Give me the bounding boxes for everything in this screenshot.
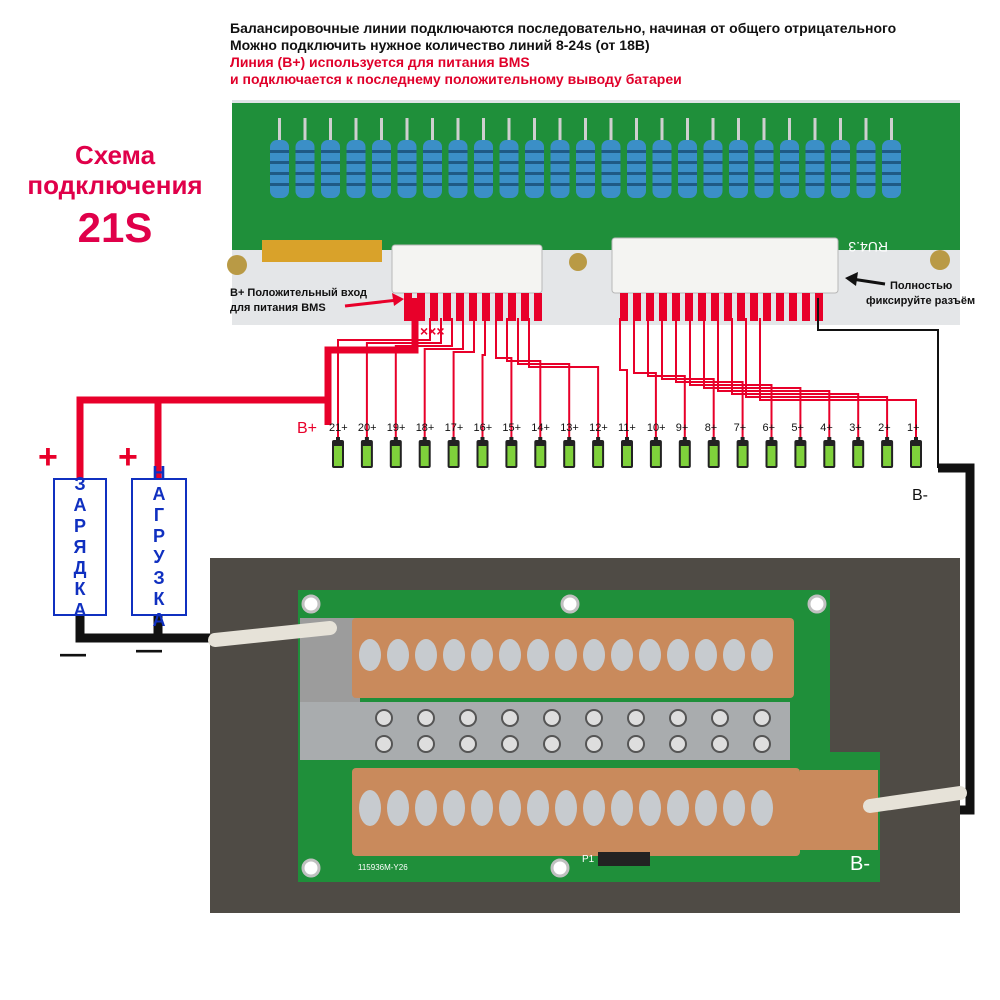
- bplus-wire: [76, 298, 419, 478]
- balance-wire: [337, 318, 431, 437]
- balance-wire: [647, 318, 686, 437]
- balance-wire: [506, 318, 542, 437]
- charger-letter: Я: [73, 536, 87, 557]
- balance-wire: [423, 318, 464, 437]
- cell-label: 15+: [502, 422, 521, 434]
- cell-label: 9+: [676, 422, 689, 434]
- pcb-bminus-label: B-: [850, 853, 870, 875]
- cell-label: 6+: [763, 422, 776, 434]
- bminus-label: B-: [912, 487, 928, 504]
- balance-wire: [703, 318, 802, 437]
- cell-label: 8+: [705, 422, 718, 434]
- cell-label: 7+: [734, 422, 747, 434]
- pcb-code-label: 115936M-Y26: [358, 863, 408, 872]
- unused-pins-mark: ×××: [420, 323, 445, 339]
- charger-letter: К: [74, 578, 86, 599]
- balance-wire: [517, 318, 571, 437]
- balance-wire: [717, 318, 831, 437]
- cell-label: 20+: [358, 422, 377, 434]
- charger-letter: Д: [73, 557, 87, 578]
- cell-label: 13+: [560, 422, 579, 434]
- balance-wire: [452, 318, 475, 437]
- cell-label: 12+: [589, 422, 608, 434]
- diagram-title: Схема подключения 21S: [0, 140, 230, 252]
- cell-label: 1+: [907, 422, 920, 434]
- balance-wire: [633, 318, 657, 437]
- cell-label: 5+: [791, 422, 804, 434]
- balance-wire: [675, 318, 744, 437]
- charger-plus-sign: +: [38, 438, 58, 476]
- load-letter: У: [153, 547, 165, 567]
- title-line-3: 21S: [77, 204, 153, 251]
- balance-wire: [619, 318, 628, 437]
- load-letter: Р: [152, 526, 165, 546]
- load-letter: З: [153, 568, 165, 588]
- cell-label: 21+: [329, 422, 348, 434]
- balance-wire: [731, 318, 860, 437]
- title-line-1: Схема: [74, 140, 156, 170]
- balance-wire: [689, 318, 773, 437]
- charger-letter: А: [73, 494, 87, 515]
- silk-ru-label: RU4.3: [848, 239, 888, 255]
- balance-wire: [481, 318, 486, 437]
- balance-wire: [745, 318, 889, 437]
- fix-label-2: фиксируйте разъём: [866, 295, 975, 307]
- pcb-photo: P1 115936M-Y26 B-: [208, 558, 967, 913]
- cell-label: 10+: [647, 422, 666, 434]
- balance-wires: [337, 318, 917, 437]
- title-line-2: подключения: [27, 170, 203, 200]
- balance-wire: [528, 318, 600, 437]
- balance-wire: [394, 318, 453, 437]
- bplus-input-label-2: для питания BMS: [230, 302, 326, 314]
- balance-wire: [759, 318, 917, 437]
- cell-label: 17+: [445, 422, 464, 434]
- bms-board-photo: RU4.3: [227, 100, 960, 325]
- fix-label: Полностью: [890, 280, 952, 292]
- cell-label: 19+: [387, 422, 406, 434]
- load-letter: А: [152, 610, 166, 630]
- load-letter: К: [153, 589, 165, 609]
- left-connector: [391, 244, 543, 294]
- note-line-4: и подключается к последнему положительно…: [230, 71, 682, 87]
- charger-letter: З: [74, 473, 86, 494]
- right-connector: [611, 237, 839, 294]
- charger-letter: А: [73, 599, 87, 620]
- cell-row: 21+ 20+ 19+ 18+ 17+ 16+ 15+ 14+ 13+ 12+ 11+ 10+ 9+ 8+…: [329, 422, 922, 468]
- balance-wire: [661, 318, 715, 437]
- header-notes: Балансировочные линии подключаются после…: [230, 20, 990, 88]
- note-line-2: Можно подключить нужное количество линий…: [230, 37, 650, 53]
- cell-label: 3+: [849, 422, 862, 434]
- charger-minus-sign: —: [60, 638, 86, 668]
- cell-label: 4+: [820, 422, 833, 434]
- load-letter: Г: [153, 505, 165, 525]
- pcb-p1-label: P1: [582, 854, 595, 865]
- cell-label: 11+: [618, 422, 636, 434]
- charger-letter: Р: [73, 515, 86, 536]
- balance-wire: [495, 318, 513, 437]
- load-letter: Н: [152, 463, 166, 483]
- bplus-input-label: B+ Положительный вход: [230, 287, 367, 299]
- load-minus-sign: —: [136, 634, 162, 664]
- cell-label: 14+: [531, 422, 550, 434]
- cell-label: 16+: [474, 422, 493, 434]
- balance-wire: [365, 318, 442, 437]
- cell-label: 18+: [416, 422, 435, 434]
- note-line-3: Линия (B+) используется для питания BMS: [230, 54, 530, 70]
- note-line-1: Балансировочные линии подключаются после…: [230, 20, 897, 36]
- bplus-label: B+: [297, 420, 317, 437]
- cell-label: 2+: [878, 422, 891, 434]
- load-letter: А: [152, 484, 166, 504]
- load-plus-sign: +: [118, 438, 138, 476]
